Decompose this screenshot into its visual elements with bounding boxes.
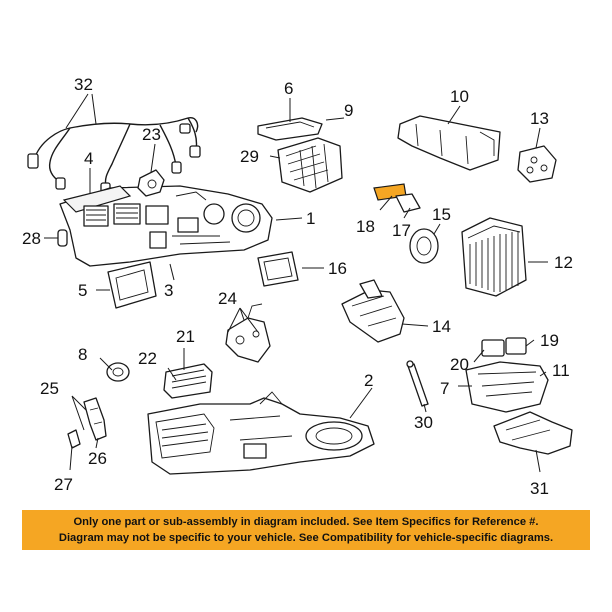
callout-2: 2 xyxy=(364,371,373,390)
callout-labels: 32 4 23 28 1 5 3 6 9 29 16 24 21 22 8 25… xyxy=(22,75,573,498)
callout-15: 15 xyxy=(432,205,451,224)
air-duct-part xyxy=(397,115,501,171)
disclaimer-line-1: Only one part or sub-assembly in diagram… xyxy=(73,516,539,528)
evaporator-core-part xyxy=(461,217,527,297)
drain-plug-part xyxy=(57,229,68,247)
blower-motor-part xyxy=(409,228,439,264)
hvac-case-lower-part xyxy=(147,391,375,475)
callout-19: 19 xyxy=(540,331,559,350)
heater-core-part xyxy=(163,363,213,399)
disclaimer-banner: Only one part or sub-assembly in diagram… xyxy=(22,510,590,550)
case-section-part xyxy=(465,361,549,413)
rod-part xyxy=(406,360,429,407)
callout-7: 7 xyxy=(440,379,449,398)
callout-22: 22 xyxy=(138,349,157,368)
callout-21: 21 xyxy=(176,327,195,346)
callout-31: 31 xyxy=(530,479,549,498)
callout-3: 3 xyxy=(164,281,173,300)
hvac-case-upper-part xyxy=(59,185,273,267)
callout-20: 20 xyxy=(450,355,469,374)
blower-housing-part xyxy=(341,279,405,343)
callout-24: 24 xyxy=(218,289,237,308)
filter-housing-part xyxy=(277,137,343,193)
callout-26: 26 xyxy=(88,449,107,468)
callout-29: 29 xyxy=(240,147,259,166)
callout-8: 8 xyxy=(78,345,87,364)
filter-seal-part xyxy=(257,117,323,141)
callout-14: 14 xyxy=(432,317,451,336)
callout-1: 1 xyxy=(306,209,315,228)
actuator-part xyxy=(137,169,165,197)
callout-12: 12 xyxy=(554,253,573,272)
callout-27: 27 xyxy=(54,475,73,494)
callout-9: 9 xyxy=(344,101,353,120)
callout-4: 4 xyxy=(84,149,93,168)
callout-28: 28 xyxy=(22,229,41,248)
callout-17: 17 xyxy=(392,221,411,240)
retainer-part xyxy=(395,193,421,213)
bracket-part xyxy=(225,303,271,363)
callout-6: 6 xyxy=(284,79,293,98)
callout-30: 30 xyxy=(414,413,433,432)
disclaimer-line-2: Diagram may not be specific to your vehi… xyxy=(58,532,554,544)
callout-13: 13 xyxy=(530,109,549,128)
callout-25: 25 xyxy=(40,379,59,398)
callout-11: 11 xyxy=(552,361,570,380)
leader-lines xyxy=(44,93,548,473)
callout-16: 16 xyxy=(328,259,347,278)
callout-5: 5 xyxy=(78,281,87,300)
wiring-harness-part xyxy=(27,117,201,195)
seal-frame-part xyxy=(107,261,157,309)
callout-10: 10 xyxy=(450,87,469,106)
callout-32: 32 xyxy=(74,75,93,94)
clip-bracket-part xyxy=(67,397,107,449)
callout-18: 18 xyxy=(356,217,375,236)
grommet-part xyxy=(106,362,130,382)
door-part xyxy=(481,337,527,357)
callout-23: 23 xyxy=(142,125,161,144)
sensor-part xyxy=(517,145,557,183)
air-filter-part xyxy=(257,251,299,287)
outlet-duct-part xyxy=(493,411,573,455)
